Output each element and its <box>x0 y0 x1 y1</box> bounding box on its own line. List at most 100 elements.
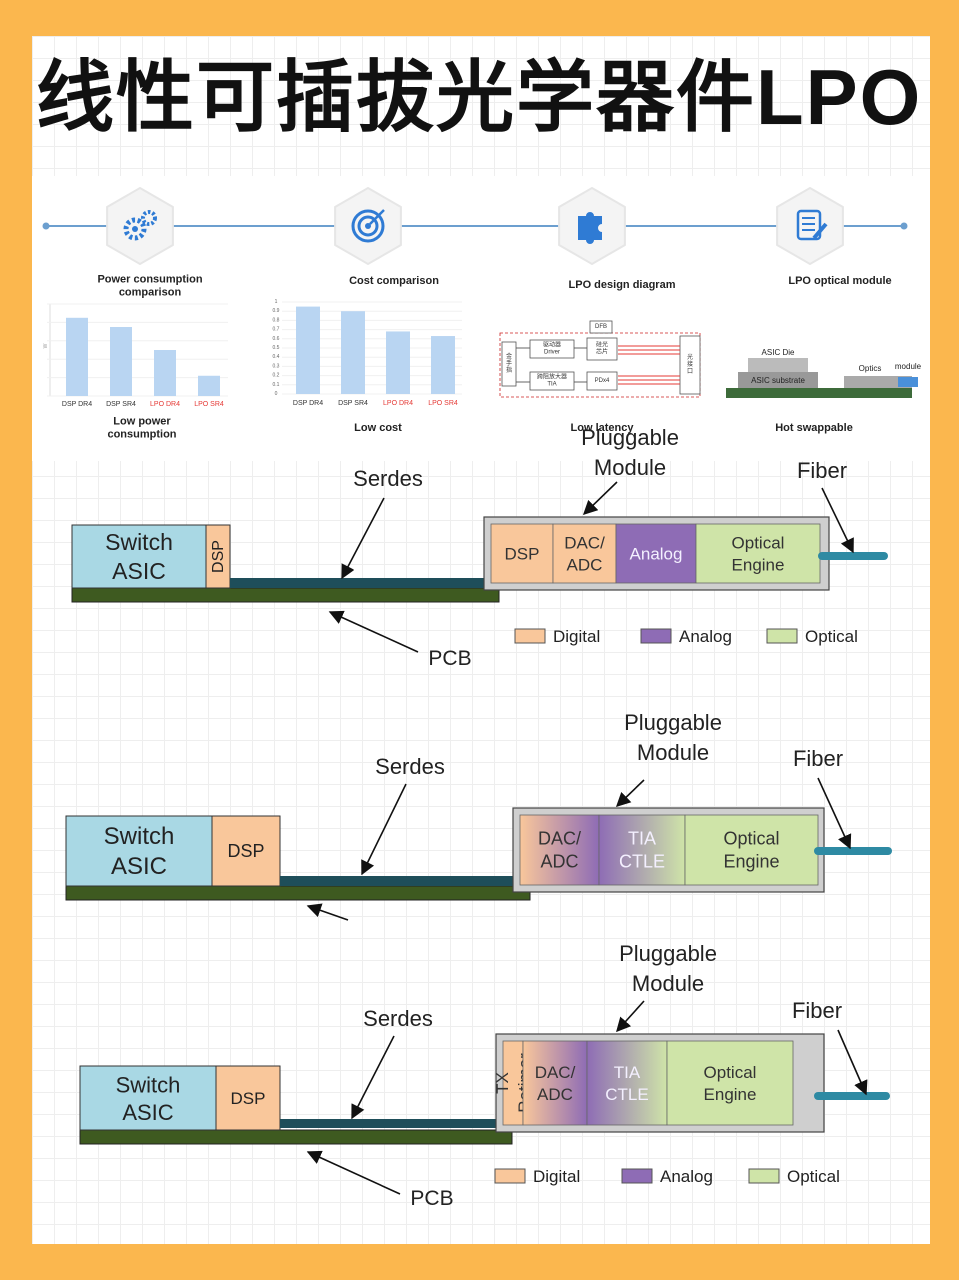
label-line: 0.5 <box>273 345 280 351</box>
tick-label: DSP SR4 <box>106 401 136 408</box>
label-line: DSP <box>505 544 540 563</box>
module-block-digital <box>522 1040 588 1126</box>
pointer-arrow <box>837 1029 868 1096</box>
label-line: Optical <box>732 533 785 552</box>
label-line: Digital <box>533 1167 580 1186</box>
bar <box>110 327 132 396</box>
tick-label: LPO SR4 <box>194 401 224 408</box>
host-dsp-label: DSP <box>210 540 227 573</box>
tick-label: DSP SR4 <box>338 400 368 407</box>
legend-swatch <box>748 1168 780 1184</box>
label-line: Engine <box>723 852 779 872</box>
page-title: 线性可插拔光学器件LPO <box>36 53 923 141</box>
gear-shape <box>123 217 147 241</box>
host-dsp-label: DSP <box>227 841 264 861</box>
serdes-trace <box>280 1119 503 1128</box>
module-block-digital <box>490 523 554 584</box>
document-icon <box>796 209 828 241</box>
label-line: DSP DR4 <box>293 400 323 407</box>
module-block-analog <box>598 814 686 886</box>
pointer-arrow <box>341 497 385 580</box>
module-block-label: TIA CTLE <box>619 828 665 871</box>
host-dsp <box>205 524 231 589</box>
tick-label: 0.5 <box>273 345 280 351</box>
tick-label: 0.7 <box>273 327 280 333</box>
label-line: TIA <box>628 828 656 848</box>
label-line: CTLE <box>605 1085 648 1104</box>
legend-label: Digital <box>533 1167 580 1186</box>
tick-label: DSP DR4 <box>293 400 323 407</box>
pcb-label: PCB <box>428 647 471 670</box>
timeline-dot <box>900 222 908 230</box>
label-line: CTLE <box>619 852 665 872</box>
module-block-optical <box>666 1040 794 1126</box>
legend-swatch <box>766 628 798 644</box>
serdes-trace <box>230 578 488 588</box>
label-line: 芯片 <box>596 348 608 356</box>
label-line: DSP SR4 <box>338 400 368 407</box>
block-label: DFB <box>595 324 607 330</box>
label-line: Serdes <box>363 1006 433 1031</box>
step-hexagon <box>106 186 174 266</box>
legend-label: Optical <box>787 1167 840 1186</box>
label-line: 手 <box>506 359 512 367</box>
tick-label: LPO DR4 <box>150 401 180 408</box>
target-arrow <box>369 209 385 225</box>
label-line: 0.4 <box>273 354 280 360</box>
module-block-label: DAC/ADC <box>535 1062 576 1103</box>
label-line: Cost comparison <box>349 275 439 287</box>
pointer-arrow <box>616 1000 645 1033</box>
label-line: Analog <box>679 627 732 646</box>
tick-label: 0.1 <box>273 382 280 388</box>
label-line: Switch <box>104 823 175 850</box>
block-label: 硅光芯片 <box>596 341 608 356</box>
tick-label: DSP DR4 <box>62 401 92 408</box>
step-label: LPO optical module <box>788 275 891 287</box>
pen-shape <box>812 222 828 240</box>
label-line: Module <box>594 455 666 480</box>
finger-block <box>501 341 517 387</box>
switch-asic <box>79 1065 217 1131</box>
module-block-label: Analog <box>630 544 683 563</box>
label-line: 0.7 <box>273 327 280 333</box>
label-line: TX <box>492 1072 511 1094</box>
legend-swatch <box>621 1168 653 1184</box>
label-line: Power consumption <box>97 274 202 286</box>
label-line: Switch <box>116 1072 181 1097</box>
legend-label: Optical <box>805 627 858 646</box>
puzzle-shape <box>578 212 602 244</box>
tick-label: 0.9 <box>273 308 280 314</box>
step-caption: Hot swappable <box>775 422 853 434</box>
gear-shape <box>141 210 157 226</box>
host-dsp <box>215 1065 281 1131</box>
serdes-label: Serdes <box>363 1006 433 1031</box>
label-line: W <box>43 343 49 348</box>
label-line: Module <box>632 971 704 996</box>
asic-substrate <box>738 372 818 388</box>
pointer-arrow <box>361 783 407 876</box>
label-line: DSP SR4 <box>106 401 136 408</box>
pointer-arrow <box>615 779 645 807</box>
legend-label: Analog <box>679 627 732 646</box>
label-line: 0.9 <box>273 308 280 314</box>
label-line: PDx4 <box>595 378 610 384</box>
label-line: LPO DR4 <box>383 400 413 407</box>
label-line: ASIC <box>111 853 167 880</box>
label-line: Optical <box>787 1167 840 1186</box>
label-line: ADC <box>537 1085 573 1104</box>
bar <box>198 375 220 396</box>
axis-label: W <box>43 343 49 348</box>
label-line: 指 <box>506 366 512 374</box>
block-label: 金手指 <box>506 352 512 374</box>
asic-die <box>748 358 808 372</box>
label-line: LPO design diagram <box>569 279 676 291</box>
label-line: Switch <box>105 529 173 555</box>
label-line: Module <box>637 740 709 765</box>
step-hexagon <box>776 186 844 266</box>
